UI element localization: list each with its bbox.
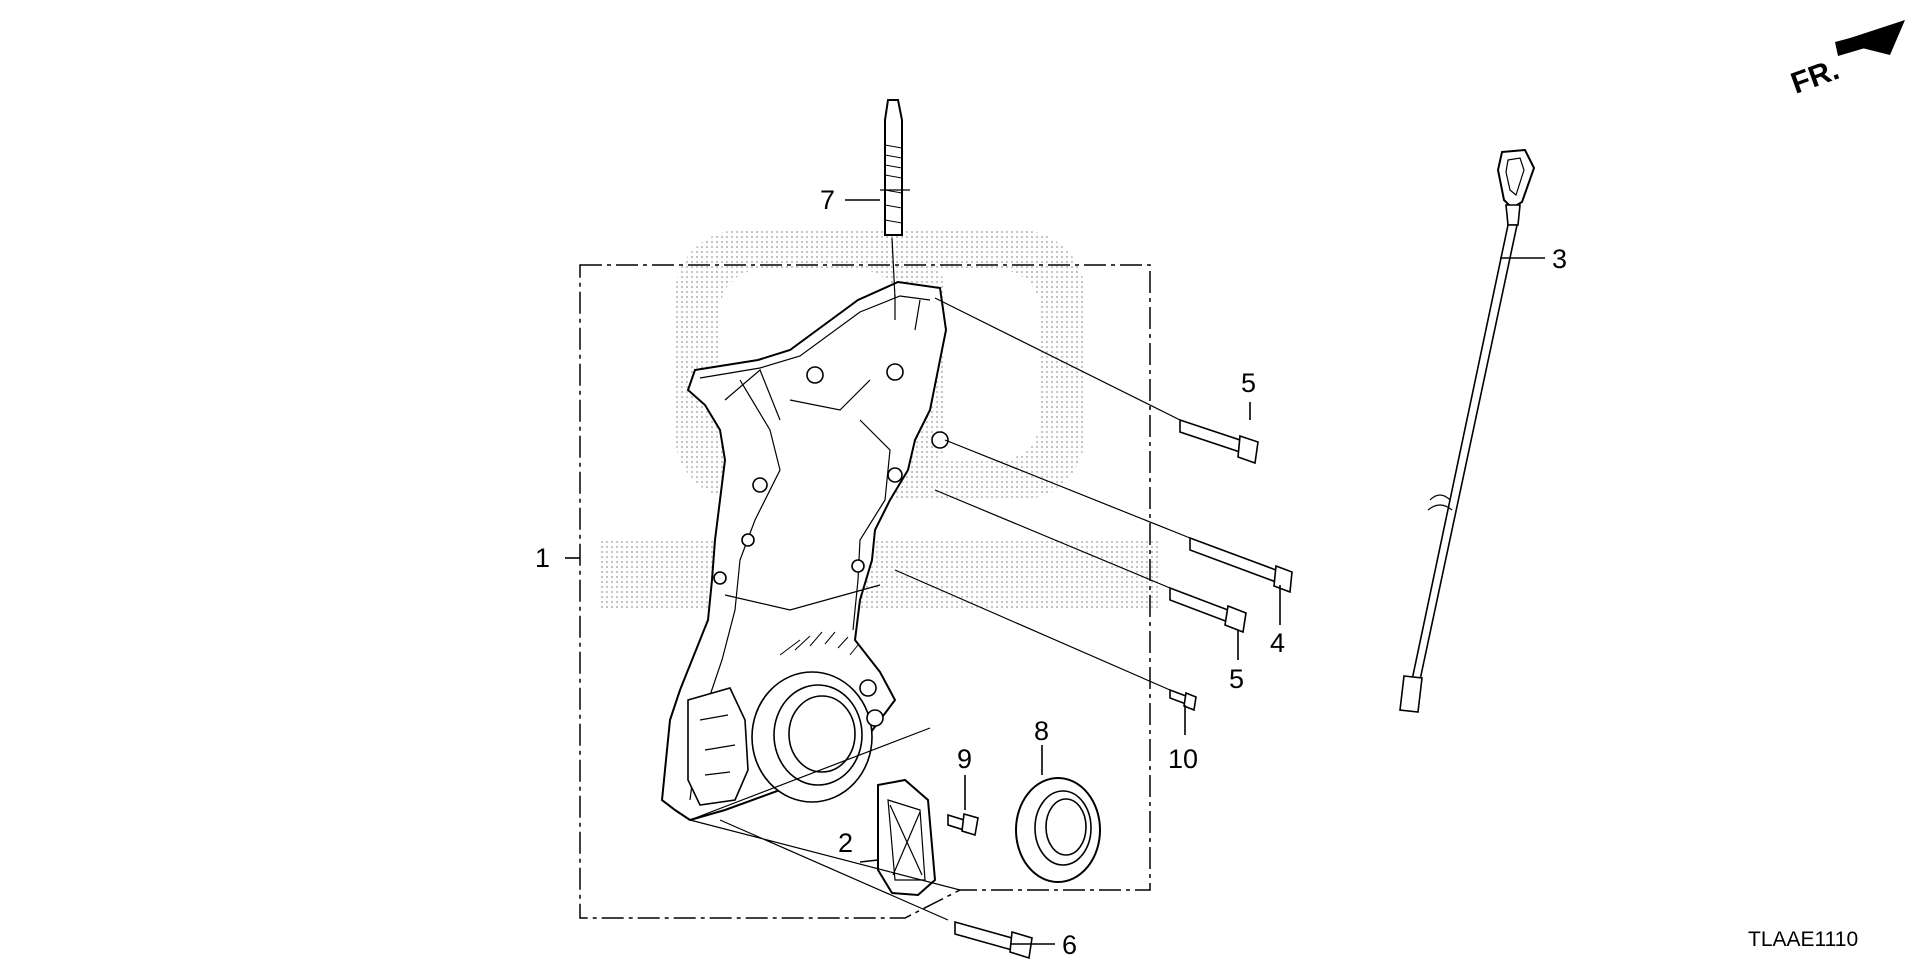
flange-bolt-long bbox=[1189, 536, 1293, 594]
flange-bolt-bottom bbox=[954, 920, 1033, 960]
small-bolt bbox=[1169, 688, 1197, 712]
callout-8: 8 bbox=[1034, 716, 1049, 746]
callout-2: 2 bbox=[838, 828, 853, 858]
flange-bolt-lower bbox=[1169, 586, 1247, 634]
callout-1: 1 bbox=[535, 543, 550, 573]
callout-4: 4 bbox=[1270, 628, 1285, 658]
flange-bolt-upper bbox=[1179, 418, 1259, 465]
callout-10: 10 bbox=[1168, 744, 1198, 774]
callouts: 1 2 3 4 5 5 6 7 8 9 10 bbox=[535, 185, 1567, 960]
callout-7: 7 bbox=[820, 185, 835, 215]
callout-3: 3 bbox=[1552, 244, 1567, 274]
callout-5-lower: 5 bbox=[1229, 664, 1244, 694]
cover-bolt bbox=[947, 812, 979, 837]
watermark-logo bbox=[600, 230, 1160, 610]
leader-lines bbox=[565, 199, 1545, 945]
access-cover bbox=[877, 778, 937, 897]
stud-bolt bbox=[880, 99, 910, 236]
timing-chain-case bbox=[660, 280, 949, 822]
oil-level-gauge bbox=[1399, 148, 1536, 713]
callout-9: 9 bbox=[957, 744, 972, 774]
figure-code: TLAAE1110 bbox=[1748, 928, 1858, 951]
callout-5-upper: 5 bbox=[1241, 368, 1256, 398]
oil-seal bbox=[1015, 777, 1101, 883]
callout-6: 6 bbox=[1062, 930, 1077, 960]
front-direction-arrow bbox=[1835, 20, 1905, 56]
front-direction-label: FR. bbox=[1787, 53, 1844, 101]
